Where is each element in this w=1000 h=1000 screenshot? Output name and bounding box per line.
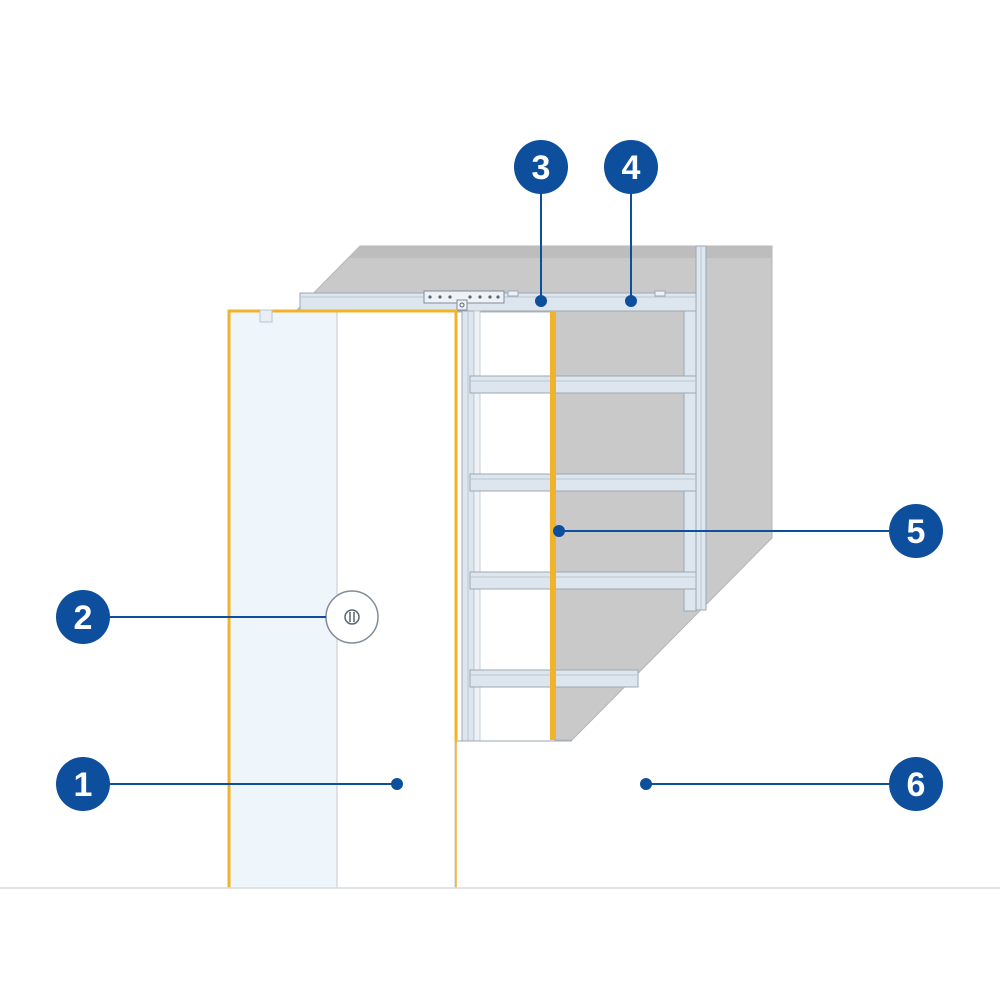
callout-3: 3 <box>514 140 568 194</box>
callout-5-label: 5 <box>907 513 926 551</box>
callout-2: 2 <box>56 590 110 644</box>
callout-6-label: 6 <box>907 766 926 804</box>
track-end-cap <box>507 290 519 297</box>
frame-rail-right <box>683 310 697 612</box>
callout-6: 6 <box>889 757 943 811</box>
door-glass-leaf <box>229 312 337 888</box>
flush-pull-icon <box>325 590 379 644</box>
callout-leaders <box>107 192 889 790</box>
callout-4-label: 4 <box>622 149 641 187</box>
track-bracket <box>423 290 505 311</box>
track-end-cap <box>654 290 666 297</box>
frame-crossbars <box>469 375 697 688</box>
callout-3-label: 3 <box>532 149 551 187</box>
callout-1: 1 <box>56 757 110 811</box>
callout-4: 4 <box>604 140 658 194</box>
door-hanger-clip <box>259 309 273 323</box>
callout-2-label: 2 <box>74 599 93 637</box>
callout-1-label: 1 <box>74 766 93 804</box>
door-outline <box>227 309 458 888</box>
pocket-frame-edge <box>550 311 556 740</box>
wall-top-face <box>348 246 772 258</box>
callout-5: 5 <box>889 504 943 558</box>
